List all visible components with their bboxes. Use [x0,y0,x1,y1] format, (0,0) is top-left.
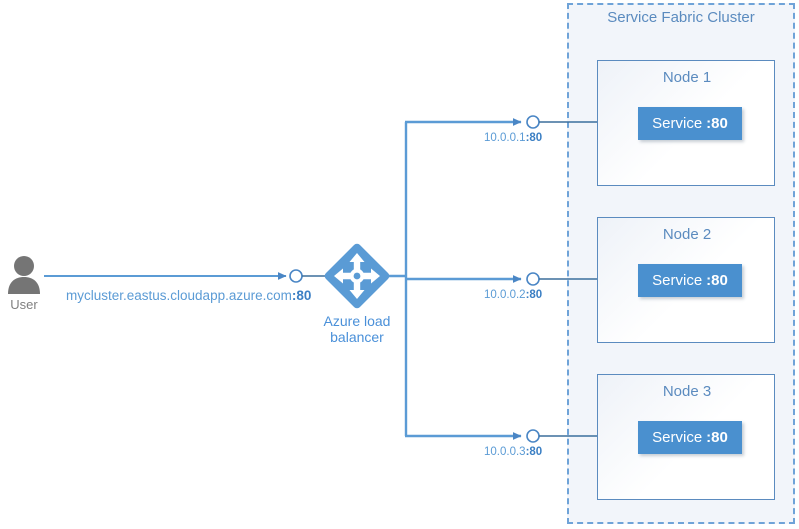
link-lb-to-node-1 [405,115,630,129]
endpoint-host: mycluster.eastus.cloudapp.azure.com [66,288,292,303]
link-user-to-lb [44,269,333,283]
user-label: User [10,297,38,312]
backend-ip-address-2: 10.0.0.2 [484,289,526,301]
backend-ip-label-node-2: 10.0.0.2:80 [484,289,542,302]
service-box-2: Service:80 [638,264,742,297]
load-balancer-label-line2: balancer [330,329,384,346]
backend-ip-address-3: 10.0.0.3 [484,446,526,458]
node-box-2: Node 2 Service:80 [597,217,775,343]
link-lb-to-node-2 [405,272,630,286]
node-box-3: Node 3 Service:80 [597,374,775,500]
service-port-2: :80 [706,272,728,289]
backend-ip-label-node-1: 10.0.0.1:80 [484,132,542,145]
node-title-1: Node 1 [662,69,712,86]
service-label-2: Service [652,272,703,289]
node-title-2: Node 2 [662,226,712,243]
backend-ip-port-1: :80 [525,132,543,144]
service-label-3: Service [652,429,703,446]
endpoint-port: :80 [291,288,312,303]
backend-ip-address-1: 10.0.0.1 [484,132,526,144]
backend-ip-port-3: :80 [525,446,543,458]
endpoint-label: mycluster.eastus.cloudapp.azure.com:80 [66,288,311,304]
link-lb-trunk [381,122,408,436]
link-lb-to-node-3 [405,429,630,443]
load-balancer-label: Azure load balancer [302,313,412,345]
cluster-title: Service Fabric Cluster [607,9,755,26]
load-balancer-label-line1: Azure load [323,313,391,329]
backend-ip-port-2: :80 [525,289,543,301]
node-title-3: Node 3 [662,383,712,400]
node-box-1: Node 1 Service:80 [597,60,775,186]
service-label-1: Service [652,115,703,132]
service-port-1: :80 [706,115,728,132]
service-box-1: Service:80 [638,107,742,140]
service-box-3: Service:80 [638,421,742,454]
backend-ip-label-node-3: 10.0.0.3:80 [484,446,542,459]
service-port-3: :80 [706,429,728,446]
